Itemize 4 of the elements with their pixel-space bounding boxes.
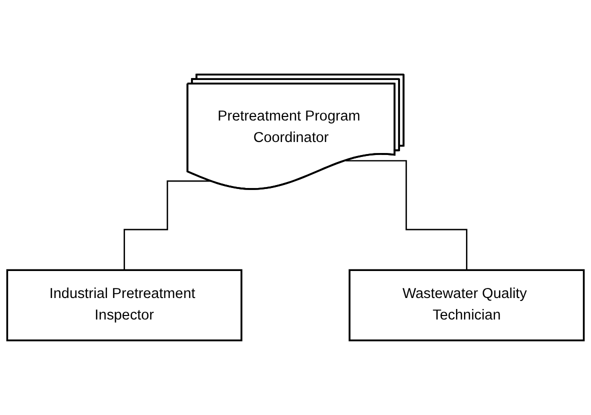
- node-box: Wastewater Quality Technician: [348, 269, 585, 342]
- connector: [346, 160, 468, 271]
- node-box: Industrial Pretreatment Inspector: [6, 269, 242, 342]
- connector: [124, 180, 210, 271]
